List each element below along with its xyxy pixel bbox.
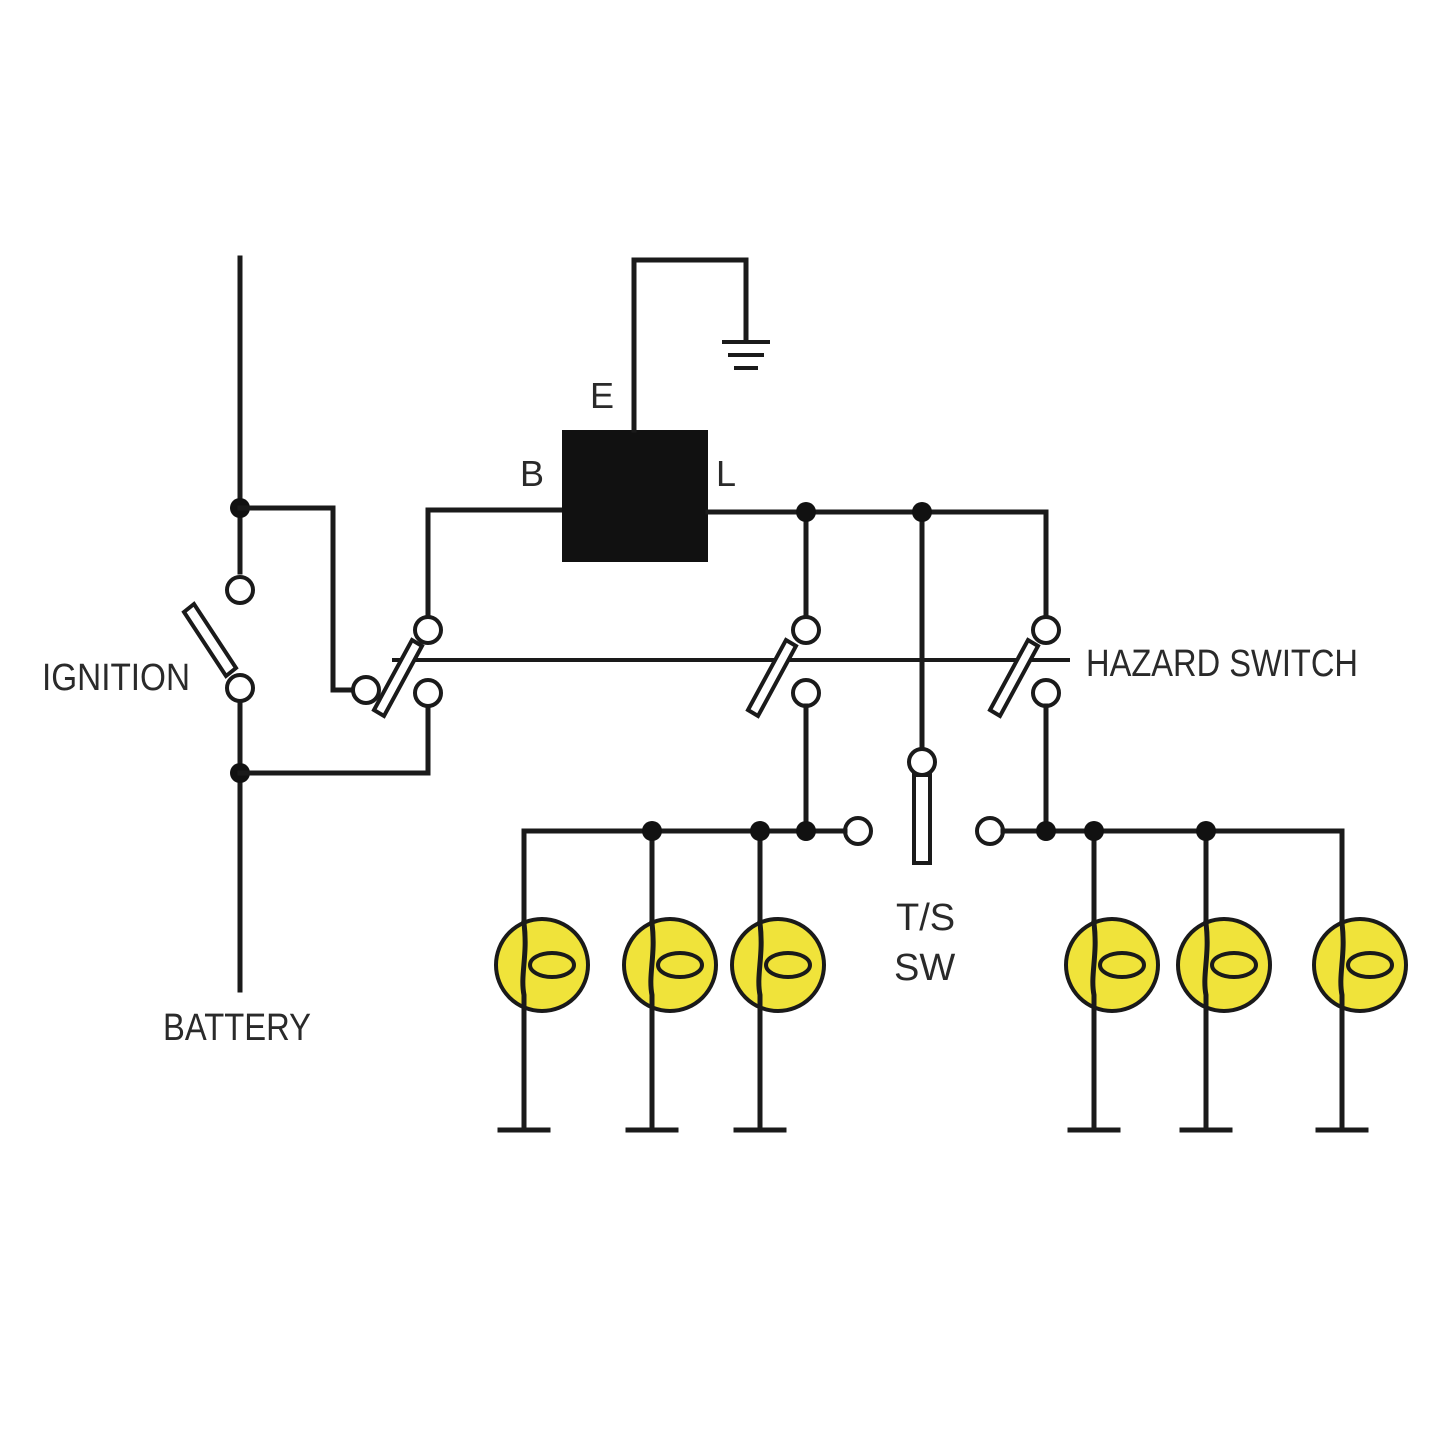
left-lamp-bus xyxy=(521,828,848,923)
ignition-label: IGNITION xyxy=(42,657,190,699)
lamps-group xyxy=(494,917,1408,1133)
right-lamp-bus xyxy=(1000,828,1345,923)
lamp-bulb-icon xyxy=(1176,917,1272,1133)
battery-label: BATTERY xyxy=(163,1007,311,1049)
lamp-bulb-icon xyxy=(730,917,826,1133)
ground-icon xyxy=(722,340,770,370)
lamp-bulb-icon xyxy=(1064,917,1160,1133)
turn-signal-switch xyxy=(843,747,1005,865)
junction-dot xyxy=(1036,821,1056,841)
junction-dot xyxy=(1084,821,1104,841)
flasher-l-label: L xyxy=(716,453,736,494)
ignition-to-hazard-wire xyxy=(237,505,565,776)
hazard-switch-label: HAZARD SWITCH xyxy=(1086,643,1358,685)
lamp-bulb-icon xyxy=(494,917,590,1133)
flasher-ground-wire xyxy=(631,257,749,433)
flasher-e-label: E xyxy=(590,375,614,416)
junction-dot xyxy=(796,821,816,841)
lamp-bulb-icon xyxy=(1312,917,1408,1133)
lamp-bulb-icon xyxy=(622,917,718,1133)
flasher-b-label: B xyxy=(520,453,544,494)
hazard-switch xyxy=(351,615,1070,719)
junction-dot xyxy=(796,502,816,522)
ts-sw-label-line1: T/S xyxy=(896,897,955,939)
junction-dot xyxy=(642,821,662,841)
flasher-body xyxy=(562,430,708,562)
flasher-output-bus xyxy=(705,509,1049,748)
ts-sw-label-line2: SW xyxy=(894,947,955,989)
junction-dot xyxy=(1196,821,1216,841)
flasher-unit xyxy=(562,430,708,562)
junction-dot xyxy=(912,502,932,522)
ignition-switch xyxy=(181,575,255,703)
junction-dot xyxy=(750,821,770,841)
